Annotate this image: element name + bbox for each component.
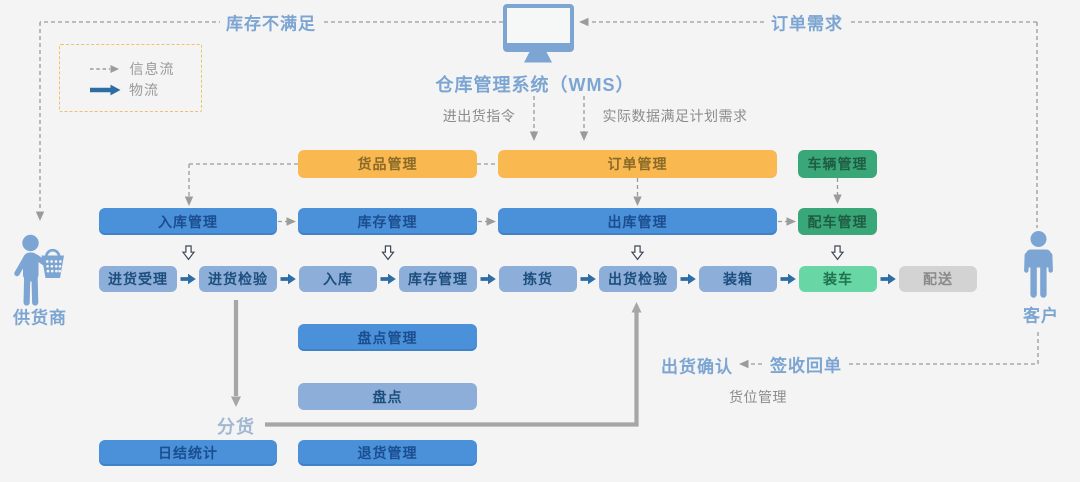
node-putaway: 入库 — [299, 266, 377, 292]
arrowhead-to-inbound — [184, 196, 194, 206]
supplier-icon — [14, 234, 64, 306]
node-order-management: 订单管理 — [498, 150, 777, 178]
arrowhead-outbound-inspect — [631, 302, 642, 313]
node-goods-management: 货品管理 — [298, 150, 477, 178]
arrow-packing-loading — [780, 273, 796, 285]
arrowhead-actual-data — [579, 131, 589, 141]
arrow-inspect-packing — [680, 273, 696, 285]
supplier-label: 供货商 — [13, 308, 67, 328]
hollow-arrow-dispatch — [831, 245, 844, 260]
node-packing: 装箱 — [699, 266, 777, 292]
arrowhead-sorting — [231, 396, 241, 407]
computer-monitor-icon — [503, 4, 574, 63]
label-slot-management: 货位管理 — [729, 389, 787, 405]
label-shipment-confirm: 出货确认 — [661, 357, 733, 377]
hollow-arrow-outbound — [631, 245, 644, 260]
label-in-out-instruction: 进出货指令 — [442, 108, 516, 124]
hollow-arrow-inventory — [381, 245, 395, 260]
arrowhead-to-inventory — [286, 217, 296, 226]
node-delivery: 配送 — [899, 266, 977, 292]
legend-material-flow-label: 物流 — [129, 82, 159, 98]
arrow-putaway-inventory — [380, 273, 396, 285]
arrow-inspect-putaway — [280, 273, 296, 285]
legend-info-flow-label: 信息流 — [129, 61, 175, 77]
arrowhead-to-outbound — [633, 196, 642, 206]
node-return-management: 退货管理 — [298, 440, 477, 466]
node-daily-statistics: 日结统计 — [99, 440, 277, 466]
node-loading: 装车 — [799, 266, 877, 292]
arrowhead-to-dispatch — [833, 194, 842, 204]
label-sorting: 分货 — [217, 417, 255, 437]
node-outbound-inspect: 出货检验 — [599, 266, 677, 292]
node-vehicle-management: 车辆管理 — [798, 150, 877, 178]
arrowhead-to-dispatch2 — [786, 217, 796, 226]
legend-box — [59, 44, 202, 112]
node-stocktake-management: 盘点管理 — [298, 324, 477, 351]
hollow-arrow-inbound — [182, 245, 195, 260]
label-inventory-shortage: 库存不满足 — [220, 9, 322, 35]
arrowhead-to-confirm — [739, 359, 749, 369]
label-actual-data: 实际数据满足计划需求 — [602, 108, 748, 124]
label-order-demand: 订单需求 — [765, 9, 849, 35]
node-stocktake: 盘点 — [298, 383, 477, 410]
arrow-picking-inspect — [580, 273, 596, 285]
customer-label: 客户 — [1023, 306, 1059, 326]
customer-icon — [1024, 231, 1053, 298]
label-signed-receipt: 签收回单 — [764, 351, 848, 377]
arrow-accept-inspect — [180, 273, 196, 285]
edge-goods-to-inbound — [188, 163, 298, 198]
diagram-title: 仓库管理系统（WMS） — [435, 75, 635, 95]
node-outbound-management: 出库管理 — [498, 208, 777, 235]
node-receive-accept: 进货受理 — [99, 266, 177, 292]
node-inbound-management: 入库管理 — [99, 208, 277, 235]
arrowhead-to-supplier — [35, 211, 45, 221]
arrow-loading-delivery — [880, 273, 896, 285]
node-picking: 拣货 — [499, 266, 577, 292]
arrowhead-instruction — [529, 131, 539, 141]
arrow-inventory-picking — [480, 273, 496, 285]
node-dispatch-management: 配车管理 — [798, 208, 877, 235]
arrowhead-to-outbound2 — [486, 217, 496, 226]
node-inventory-ops: 库存管理 — [399, 266, 477, 292]
node-receive-inspect: 进货检验 — [199, 266, 277, 292]
node-inventory-management: 库存管理 — [298, 208, 477, 235]
arrowhead-to-wms — [579, 17, 589, 27]
